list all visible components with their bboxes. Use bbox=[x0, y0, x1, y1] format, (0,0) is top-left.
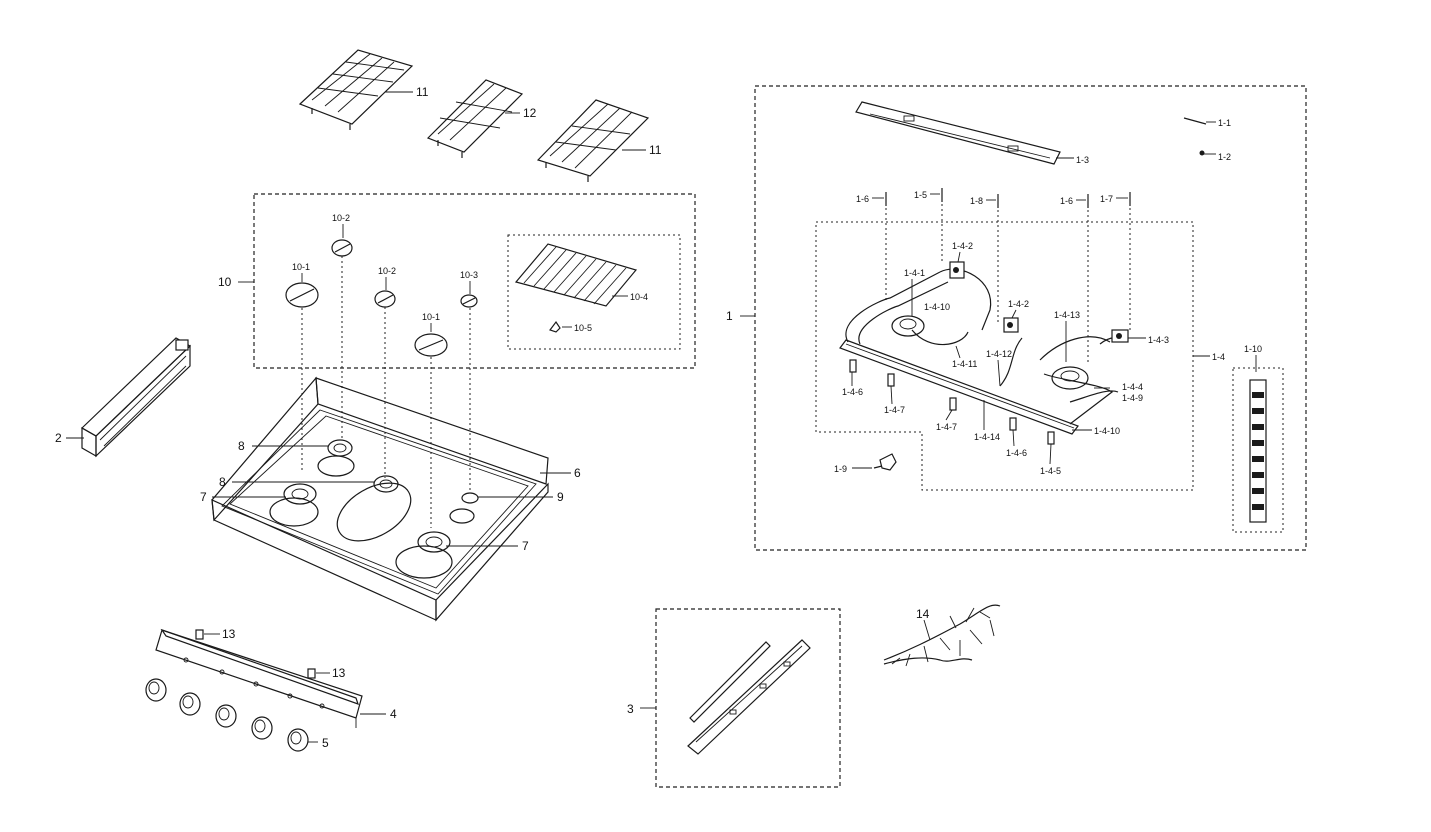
label-1-3: 1-3 bbox=[1076, 155, 1089, 165]
burner-right-front bbox=[395, 531, 453, 579]
valve-1-4-3 bbox=[1111, 329, 1129, 343]
label-4: 4 bbox=[390, 707, 397, 721]
label-1-5: 1-5 bbox=[914, 190, 927, 200]
label-8b: 8 bbox=[219, 475, 226, 489]
trim-strip-3 bbox=[687, 639, 811, 755]
label-1-9: 1-9 bbox=[834, 464, 847, 474]
label-10-5: 10-5 bbox=[574, 323, 592, 333]
label-1-4-1: 1-4-1 bbox=[904, 268, 925, 278]
label-3: 3 bbox=[627, 702, 634, 716]
label-14: 14 bbox=[916, 607, 930, 621]
group-10-box bbox=[253, 193, 696, 369]
label-1-4-4: 1-4-4 bbox=[1122, 382, 1143, 392]
label-1-4-7a: 1-4-7 bbox=[884, 405, 905, 415]
label-1-4-7b: 1-4-7 bbox=[936, 422, 957, 432]
label-9: 9 bbox=[557, 490, 564, 504]
label-1-8: 1-8 bbox=[970, 196, 983, 206]
label-12: 12 bbox=[523, 106, 537, 120]
label-2: 2 bbox=[55, 431, 62, 445]
part-1-9 bbox=[873, 453, 897, 471]
label-1-4-10a: 1-4-10 bbox=[924, 302, 950, 312]
label-10-2a: 10-2 bbox=[332, 213, 350, 223]
label-10: 10 bbox=[218, 275, 232, 289]
label-10-4: 10-4 bbox=[630, 292, 648, 302]
label-1-4: 1-4 bbox=[1212, 352, 1225, 362]
grate-right bbox=[536, 99, 650, 182]
bracket-1-3 bbox=[855, 101, 1061, 165]
label-1-10: 1-10 bbox=[1244, 344, 1262, 354]
control-knobs-5 bbox=[145, 678, 309, 752]
label-5: 5 bbox=[322, 736, 329, 750]
label-13b: 13 bbox=[332, 666, 346, 680]
grid-sheet-10-4 bbox=[514, 243, 638, 307]
label-10-2b: 10-2 bbox=[378, 266, 396, 276]
group-1-10-box bbox=[1232, 367, 1284, 533]
grate-left bbox=[298, 49, 414, 130]
label-1-2: 1-2 bbox=[1218, 152, 1231, 162]
label-1-4-2a: 1-4-2 bbox=[952, 241, 973, 251]
group-1-box bbox=[754, 85, 1307, 551]
label-1-4-14: 1-4-14 bbox=[974, 432, 1000, 442]
label-1-4-2b: 1-4-2 bbox=[1008, 299, 1029, 309]
burner-right-rear bbox=[449, 492, 479, 524]
control-panel-4 bbox=[155, 628, 363, 728]
burner-center-oval bbox=[336, 475, 412, 542]
gas-manifold bbox=[839, 268, 1125, 435]
label-7a: 7 bbox=[200, 490, 207, 504]
label-1-4-5: 1-4-5 bbox=[1040, 466, 1061, 476]
label-1-4-11: 1-4-11 bbox=[952, 359, 977, 369]
label-6: 6 bbox=[574, 466, 581, 480]
burner-left-rear bbox=[317, 439, 355, 477]
label-1-4-10b: 1-4-10 bbox=[1094, 426, 1120, 436]
label-1-1: 1-1 bbox=[1218, 118, 1231, 128]
label-1-7: 1-7 bbox=[1100, 194, 1113, 204]
cooktop-panel-6 bbox=[211, 376, 549, 622]
label-13a: 13 bbox=[222, 627, 236, 641]
group-10-inner-box bbox=[507, 234, 681, 350]
label-1-6b: 1-6 bbox=[1060, 196, 1073, 206]
label-10-1a: 10-1 bbox=[292, 262, 310, 272]
valve-1-4-2b bbox=[1003, 317, 1019, 333]
label-8a: 8 bbox=[238, 439, 245, 453]
wire-harness-14 bbox=[883, 604, 1001, 667]
label-1-4-3: 1-4-3 bbox=[1148, 335, 1169, 345]
group-1-4-box bbox=[815, 221, 1194, 491]
label-1-4-6b: 1-4-6 bbox=[1006, 448, 1027, 458]
label-7b: 7 bbox=[522, 539, 529, 553]
label-1-4-12: 1-4-12 bbox=[986, 349, 1012, 359]
label-10-1b: 10-1 bbox=[422, 312, 440, 322]
label-1-6a: 1-6 bbox=[856, 194, 869, 204]
label-11b: 11 bbox=[649, 143, 662, 157]
label-11a: 11 bbox=[416, 85, 429, 99]
burner-base-left bbox=[891, 315, 925, 337]
grate-center bbox=[426, 79, 524, 158]
label-1-4-6a: 1-4-6 bbox=[842, 387, 863, 397]
group-3-box bbox=[655, 608, 841, 788]
label-1-4-9: 1-4-9 bbox=[1122, 393, 1143, 403]
burner-left-front bbox=[269, 483, 319, 527]
label-1: 1 bbox=[726, 309, 733, 323]
label-1-4-13: 1-4-13 bbox=[1054, 310, 1080, 320]
burner-base-right bbox=[1051, 366, 1089, 390]
side-bracket-2 bbox=[81, 337, 191, 458]
spark-module-1-10 bbox=[1249, 379, 1267, 523]
orifice-fittings bbox=[849, 359, 1055, 445]
valve-1-4-2a bbox=[949, 261, 965, 279]
label-10-3: 10-3 bbox=[460, 270, 478, 280]
